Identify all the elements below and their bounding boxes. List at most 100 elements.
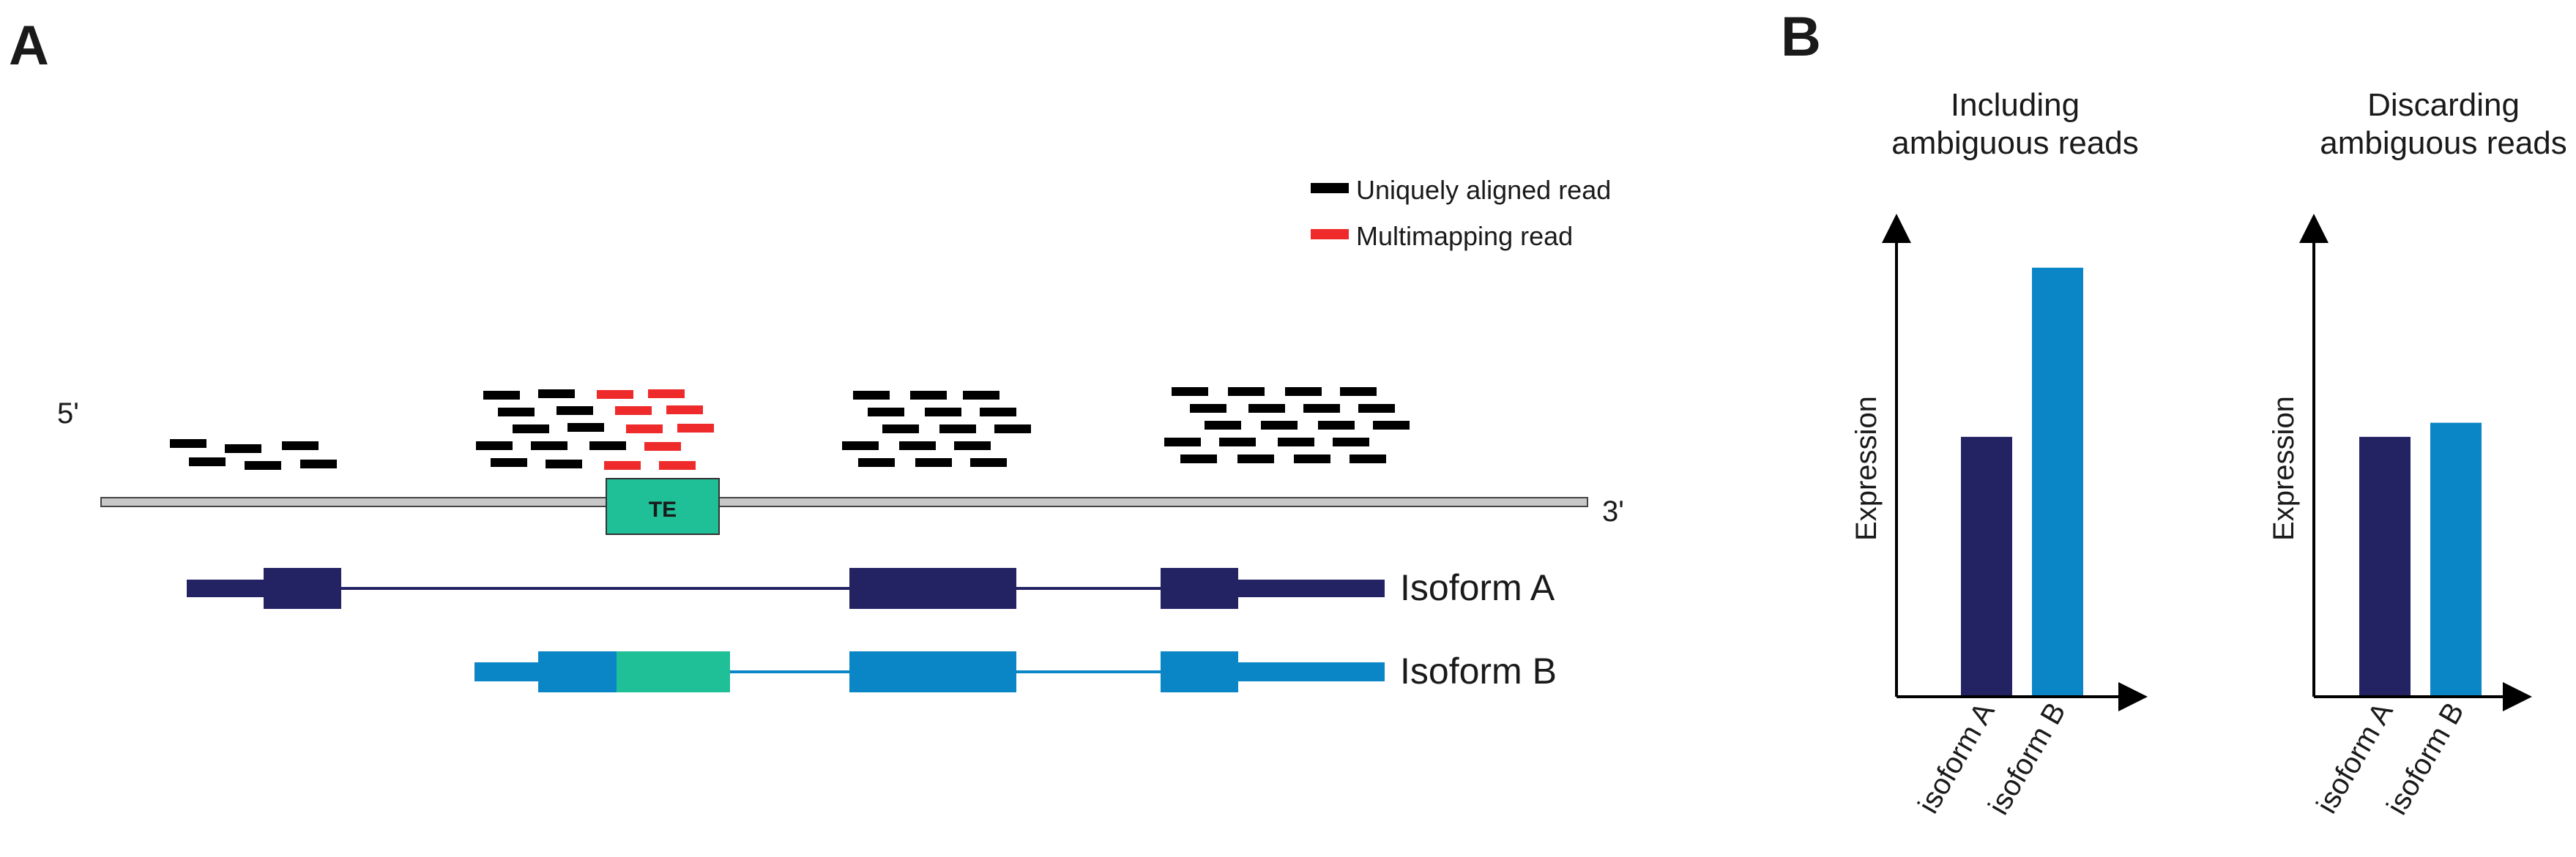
isoform-b-exon-3	[1161, 651, 1238, 692]
multimapping-read	[659, 461, 696, 470]
unique-read	[498, 408, 535, 416]
unique-read	[1205, 421, 1241, 430]
unique-read	[531, 441, 567, 450]
unique-read	[1358, 404, 1395, 413]
isoform-a-model	[187, 568, 1385, 609]
unique-read	[546, 460, 582, 468]
unique-read	[858, 458, 895, 467]
unique-read	[1303, 404, 1340, 413]
unique-read	[1219, 438, 1256, 446]
isoform-b-model	[474, 651, 1385, 692]
bar-isoform-A	[2359, 436, 2411, 695]
genome-line	[100, 497, 1588, 507]
isoform-a-exon-2	[849, 568, 1016, 609]
unique-read	[1318, 421, 1355, 430]
legend-unique-label: Uniquely aligned read	[1356, 175, 1611, 205]
unique-read	[1172, 387, 1208, 396]
panel-a-letter: A	[9, 15, 49, 77]
isoform-b-exon-2	[849, 651, 1016, 692]
unique-read	[954, 441, 991, 450]
unique-read	[970, 458, 1007, 467]
multimapping-read	[648, 389, 685, 398]
unique-read	[1340, 387, 1377, 396]
multimapping-read	[604, 461, 641, 470]
panel-a: A Uniquely aligned read Multimapping rea…	[9, 15, 1624, 692]
bar-isoform-A	[1961, 436, 2012, 695]
unique-read	[567, 423, 604, 432]
unique-read	[476, 441, 513, 450]
unique-read	[1285, 387, 1322, 396]
unique-read	[868, 408, 904, 416]
unique-read	[513, 424, 549, 433]
read-pileups	[170, 387, 1410, 470]
unique-read	[170, 439, 206, 448]
unique-read	[1261, 421, 1298, 430]
multimapping-read	[644, 442, 681, 451]
unique-read	[1190, 404, 1226, 413]
unique-read	[538, 389, 575, 398]
bar-isoform-B	[2032, 267, 2083, 695]
unique-read	[963, 391, 999, 400]
legend-multi-swatch	[1311, 229, 1349, 239]
te-element	[606, 478, 720, 535]
unique-read	[483, 391, 520, 400]
unique-read	[910, 391, 947, 400]
five-prime-label: 5'	[57, 397, 79, 430]
y-axis-label: Expression	[1850, 396, 1883, 541]
isoform-b-label: Isoform B	[1400, 651, 1557, 692]
unique-read	[589, 441, 626, 450]
isoform-a-exon-3	[1161, 568, 1238, 609]
isoform-b-exon-1	[538, 651, 619, 692]
isoform-a-utr-5	[187, 580, 267, 597]
unique-read	[853, 391, 890, 400]
unique-read	[300, 460, 337, 468]
unique-read	[939, 424, 976, 433]
unique-read	[925, 408, 961, 416]
unique-read	[1278, 438, 1314, 446]
te-label: TE	[649, 498, 677, 522]
legend: Uniquely aligned read Multimapping read	[1311, 175, 1611, 251]
isoform-b-utr-5	[474, 662, 542, 681]
legend-multi-label: Multimapping read	[1356, 221, 1573, 251]
unique-read	[899, 441, 936, 450]
panel-b-letter: B	[1781, 6, 1821, 68]
unique-read	[1294, 454, 1330, 463]
unique-read	[556, 406, 593, 415]
unique-read	[1333, 438, 1369, 446]
unique-read	[282, 441, 319, 450]
multimapping-read	[597, 390, 633, 399]
isoform-b-utr-3	[1235, 662, 1385, 681]
unique-read	[1373, 421, 1410, 430]
unique-read	[491, 458, 527, 467]
unique-read	[1228, 387, 1265, 396]
unique-read	[1180, 454, 1217, 463]
multimapping-read	[626, 424, 663, 433]
unique-read	[1237, 454, 1274, 463]
multimapping-read	[615, 406, 652, 415]
isoform-a-exon-1	[264, 568, 341, 609]
isoform-a-utr-3	[1235, 580, 1385, 597]
unique-read	[882, 424, 919, 433]
unique-read	[1350, 454, 1386, 463]
unique-read	[245, 461, 281, 470]
unique-read	[1164, 438, 1201, 446]
three-prime-label: 3'	[1602, 495, 1624, 528]
multimapping-read	[666, 405, 703, 414]
unique-read	[842, 441, 879, 450]
bar-isoform-B	[2430, 422, 2482, 695]
y-axis-label: Expression	[2268, 396, 2300, 541]
unique-read	[225, 444, 261, 453]
isoform-a-label: Isoform A	[1400, 567, 1555, 608]
unique-read	[980, 408, 1016, 416]
legend-unique-swatch	[1311, 183, 1349, 193]
unique-read	[915, 458, 952, 467]
unique-read	[189, 457, 226, 466]
unique-read	[994, 424, 1031, 433]
